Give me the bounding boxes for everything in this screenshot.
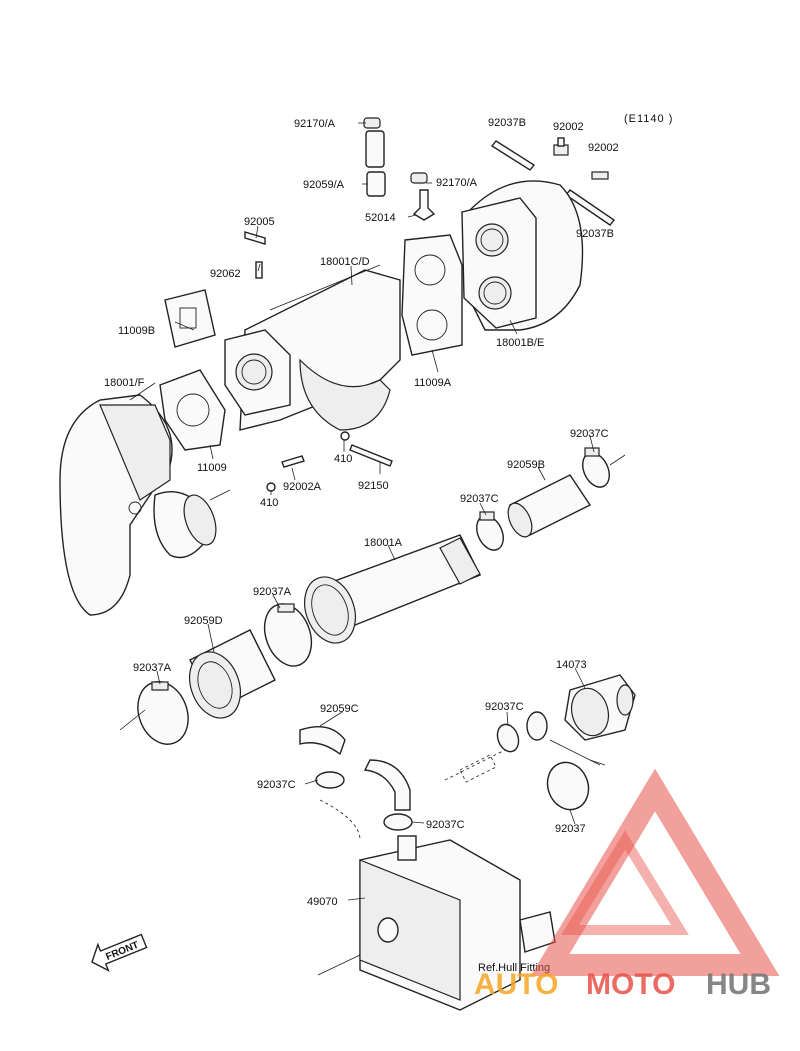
hose-92059D — [189, 629, 276, 719]
label-49070: 49070 — [307, 896, 338, 908]
hose-route-dashed — [444, 749, 506, 781]
label-92037B-top: 92037B — [488, 117, 526, 129]
clamp-92037C-mid — [476, 511, 504, 551]
label-18001F: 18001/F — [104, 377, 145, 389]
manifold-18001CD — [224, 264, 401, 431]
water-box-outlet-14073 — [526, 674, 636, 741]
gasket-11009B — [164, 289, 216, 348]
exhaust-pipe-18001A — [304, 534, 481, 644]
label-92002A: 92002A — [283, 481, 322, 493]
label-14073: 14073 — [556, 659, 587, 671]
clamp-92037-bottom — [546, 761, 590, 811]
label-11009B: 11009B — [118, 325, 155, 337]
gasket-11009A — [401, 234, 463, 356]
water-box-49070 — [359, 835, 556, 1011]
label-92037-bottom: 92037 — [555, 823, 586, 835]
logo-text-hub: HUB — [706, 968, 771, 1001]
label-92059B: 92059B — [507, 459, 545, 471]
label-410-a: 410 — [334, 453, 352, 465]
label-92150: 92150 — [358, 480, 389, 492]
clamp-92037C-top — [582, 447, 610, 488]
label-52014: 52014 — [365, 212, 396, 224]
clamp-92037C-right — [496, 723, 520, 753]
label-92059D: 92059D — [184, 615, 223, 627]
exhaust-body-18001F — [59, 394, 217, 616]
label-92037A-low: 92037A — [133, 662, 172, 674]
logo-text-moto: MOTO — [586, 968, 675, 1001]
label-92037C-mid: 92037C — [460, 493, 499, 505]
label-92002-b: 92002 — [588, 142, 619, 154]
automotohub-logo: AUTO MOTO HUB — [474, 768, 780, 1001]
hose-dashed-segment — [459, 754, 497, 783]
exhaust-chamber-18001BE — [461, 180, 584, 331]
label-92037C-right: 92037C — [485, 701, 524, 713]
hose-fitting-top — [363, 117, 436, 221]
label-92037C-box: 92037C — [426, 819, 465, 831]
label-18001CD: 18001C/D — [320, 256, 370, 268]
label-18001BE: 18001B/E — [496, 337, 544, 349]
clamp-92037C-left — [315, 771, 345, 789]
clamp-92037A-low — [137, 681, 189, 745]
label-92005: 92005 — [244, 216, 275, 228]
label-92037C-top: 92037C — [570, 428, 609, 440]
label-92059A: 92059/A — [303, 179, 345, 191]
part-labels: 92170/A 92059/A 92170/A 52014 92037B 920… — [104, 117, 619, 974]
clamp-92037A-mid — [263, 603, 313, 667]
label-410-b: 410 — [260, 497, 278, 509]
label-11009: 11009 — [197, 462, 227, 474]
label-92170A-top: 92170/A — [294, 118, 336, 130]
gasket-11009 — [159, 369, 226, 451]
logo-text-auto: AUTO — [474, 968, 558, 1001]
label-ref-hull-fitting: Ref.Hull Fitting — [478, 962, 550, 974]
label-92059C: 92059C — [320, 703, 359, 715]
label-92002-a: 92002 — [553, 121, 584, 133]
label-92062: 92062 — [210, 268, 241, 280]
leader-lines — [119, 122, 626, 976]
small-bolts-manifold — [244, 231, 393, 492]
label-92037B-right: 92037B — [576, 228, 614, 240]
label-11009A: 11009A — [414, 377, 452, 389]
label-92037C-left: 92037C — [257, 779, 296, 791]
bolts-top-right — [490, 137, 616, 226]
hose-92059C — [299, 726, 411, 841]
hose-92059B — [507, 474, 592, 538]
clamp-92037C-box — [383, 813, 413, 831]
label-92170A-mid: 92170/A — [436, 177, 478, 189]
diagram-code: (E1140 ) — [624, 113, 673, 125]
label-18001A: 18001A — [364, 537, 403, 549]
label-92037A-mid: 92037A — [253, 586, 292, 598]
front-arrow: FRONT — [91, 933, 148, 972]
